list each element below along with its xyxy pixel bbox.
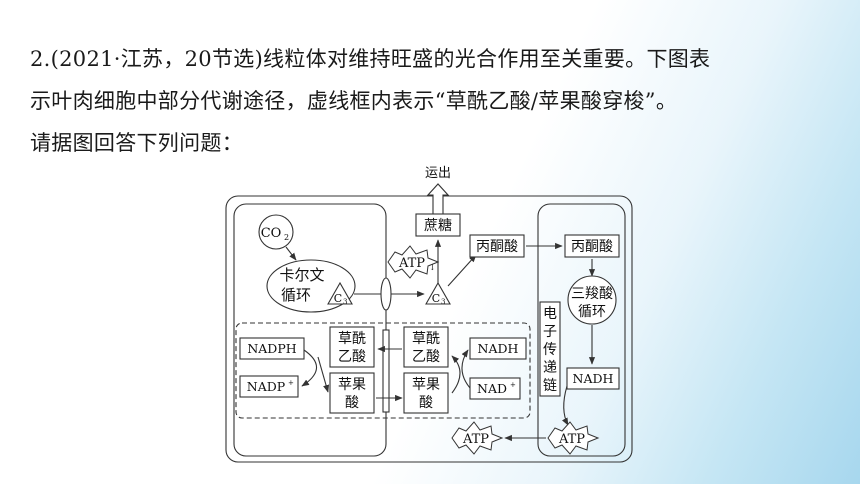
sucrose-label: 蔗糖 [424,218,452,234]
oxaloacetate-chloroplast-line1: 草酰 [338,331,366,347]
tca-label-line1: 三羧酸 [571,286,613,302]
arrow-malate-to-oaa-cytosol [451,355,461,394]
c3-subscript-chloroplast: 3 [343,298,347,306]
atp-label-1: ATP [398,256,425,271]
question-line-2: 示叶肉细胞中部分代谢途径，虚线框内表示“草酰乙酸/苹果酸穿梭”。 [30,89,678,113]
export-arrow [426,183,450,214]
shuttle-transporter [382,329,390,413]
etc-char-1: 电 [543,306,557,322]
arrow-oaa-to-malate-chloroplast [317,356,330,393]
co2-subscript: 2 [284,233,289,242]
etc-char-2: 子 [543,324,557,340]
tca-label-line2: 循环 [578,304,606,320]
oxaloacetate-box-cytosol [403,326,449,368]
tca-cycle-circle [567,275,617,325]
c3-subscript-cytosol: 3 [441,298,445,306]
calvin-label-line1: 卡尔文 [279,266,324,284]
malate-cytosol-line2: 酸 [419,395,433,411]
co2-label: CO [261,226,282,241]
export-label: 运出 [425,166,451,181]
pyruvate-box-mito [564,234,620,258]
sucrose-box [415,213,461,237]
arrow-nadph-to-nadp [301,349,318,387]
nadp-box [239,375,299,398]
nadh-label-cytosol: NADH [478,341,519,356]
malate-chloroplast-line2: 酸 [345,395,359,411]
co2-circle [258,214,294,250]
etc-char-5: 链 [543,378,557,394]
nadp-label: NADP [247,379,285,394]
c3-label-chloroplast: C [334,292,342,305]
question-line-1: 2.(2021·江苏，20节选)线粒体对维持旺盛的光合作用至关重要。下图表 [30,47,711,71]
nadh-box-cytosol [469,337,527,360]
pyruvate-label-cytosol: 丙酮酸 [476,239,518,255]
nadph-box [239,337,305,360]
nad-label: NAD [477,381,507,396]
etc-char-3: 传 [543,342,557,358]
oxaloacetate-chloroplast-line2: 乙酸 [338,349,366,365]
oxaloacetate-box-chloroplast [329,326,375,368]
atp-burst-cytosol [451,421,504,455]
etc-box [539,301,561,397]
malate-box-chloroplast [329,372,375,414]
malate-box-cytosol [403,372,449,414]
arrow-co2-to-calvin [285,246,297,261]
nad-box [469,377,521,400]
malate-chloroplast-line1: 苹果 [338,377,366,393]
c3-triangle-cytosol [425,281,451,305]
nadph-label: NADPH [247,341,296,356]
c3-triangle-chloroplast [327,281,353,305]
malate-cytosol-line1: 苹果 [412,377,440,393]
etc-char-4: 递 [543,360,557,376]
nadp-superscript: + [288,379,294,387]
atp-subscript-1: ↓ [429,263,436,272]
c3-label-cytosol: C [432,292,440,305]
cell-outline [225,195,633,463]
question-line-3: 请据图回答下列问题： [30,131,243,155]
atp-label-cytosol: ATP [462,432,489,447]
atp-burst-mito [547,421,600,455]
oxaloacetate-cytosol-line2: 乙酸 [412,349,440,365]
c3-transporter [380,277,392,311]
arrow-c3-to-pyruvate [447,254,477,287]
nadh-box-mito [566,367,620,390]
shuttle-dashed-frame [235,322,531,419]
pyruvate-label-mito: 丙酮酸 [571,239,613,255]
oxaloacetate-cytosol-line1: 草酰 [412,331,440,347]
arrow-nad-to-nadh [461,349,471,389]
atp-label-mito: ATP [558,432,585,447]
arrow-nadh-to-atp [562,385,569,426]
pyruvate-box-cytosol [469,234,525,258]
mitochondrion-outline [537,203,626,457]
nad-superscript: + [510,381,516,389]
nadh-label-mito: NADH [573,371,614,386]
calvin-label-line2: 循环 [281,286,311,304]
question-text: 2.(2021·江苏，20节选)线粒体对维持旺盛的光合作用至关重要。下图表 示叶… [30,38,838,164]
